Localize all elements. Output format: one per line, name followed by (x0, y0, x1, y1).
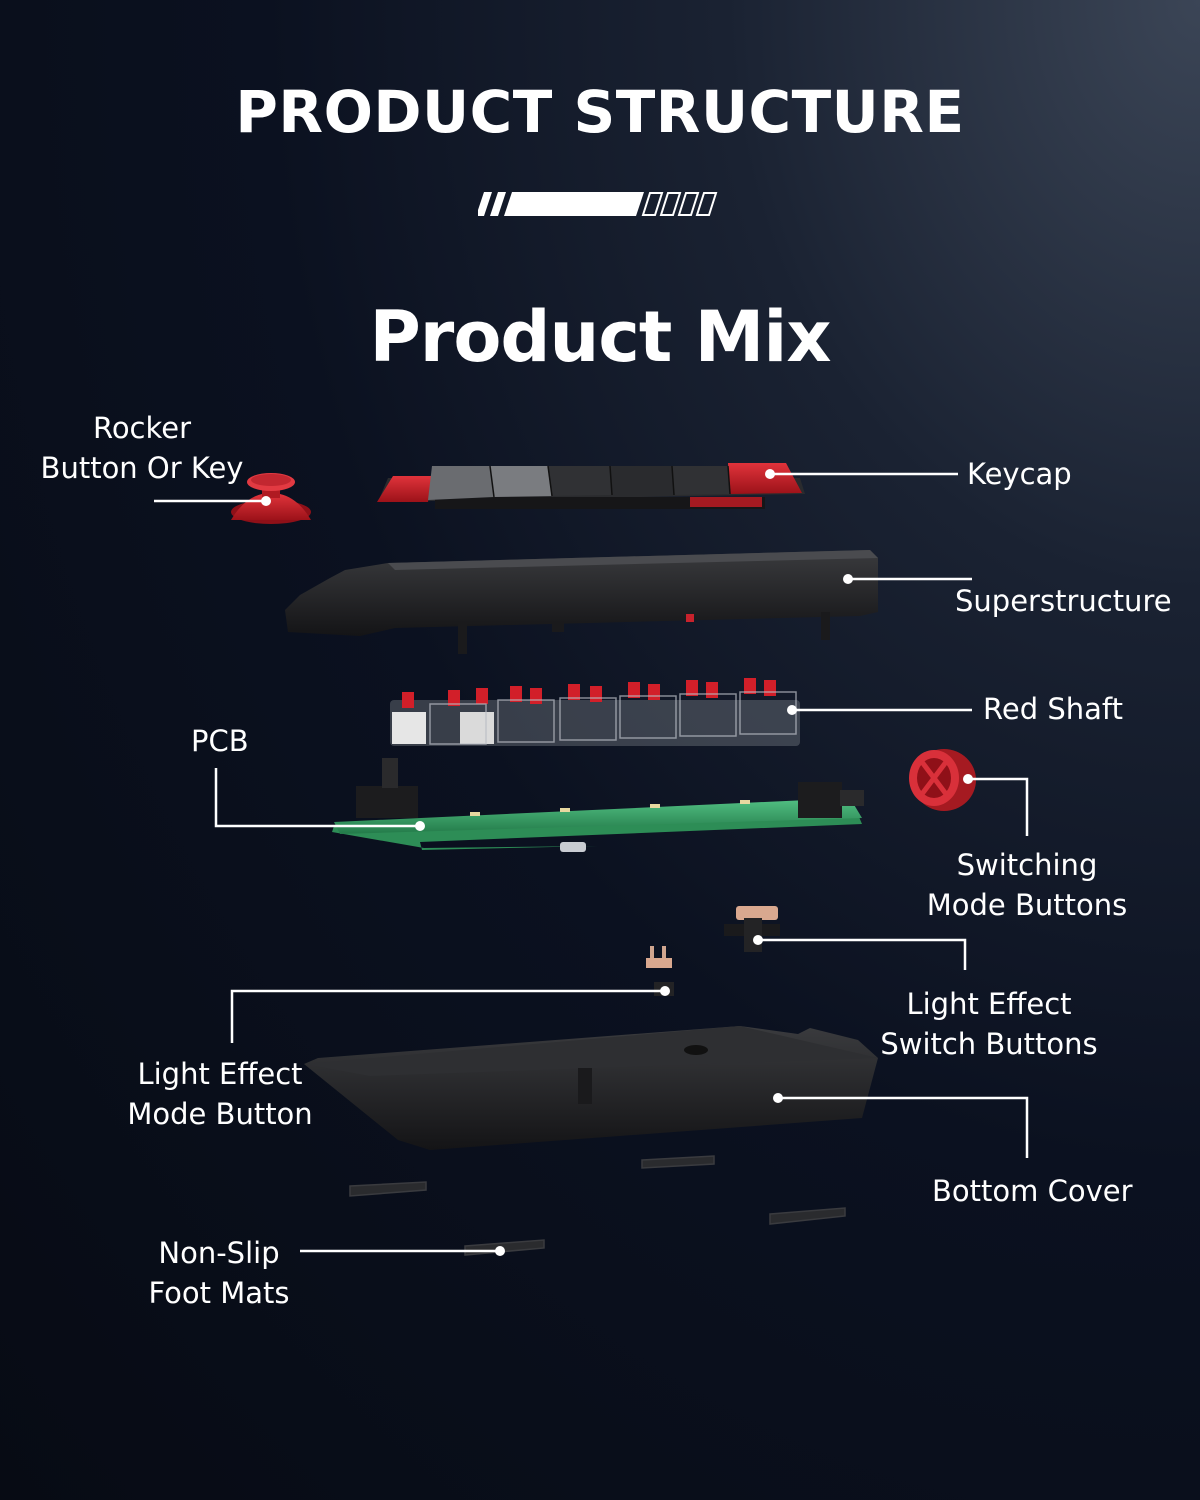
label-light-effect-mode-line1: Light Effect (137, 1057, 303, 1091)
label-foot-mats-line2: Foot Mats (148, 1276, 290, 1310)
callout-dot-rocker (261, 496, 271, 506)
label-switching-mode: Switching Mode Buttons (920, 845, 1134, 925)
rocker-button-part (231, 473, 311, 524)
switching-mode-knob-part (909, 749, 976, 811)
pcb-part (332, 758, 864, 852)
label-pcb: PCB (191, 724, 249, 758)
page-title: PRODUCT STRUCTURE (235, 78, 965, 146)
label-light-effect-switch-line2: Switch Buttons (880, 1027, 1098, 1061)
label-rocker-line1: Rocker (92, 411, 192, 445)
bottom-cover-part (304, 1026, 878, 1150)
label-switching-mode-line2: Mode Buttons (926, 888, 1128, 922)
label-light-effect-mode: Light Effect Mode Button (122, 1054, 318, 1134)
label-rocker-line2: Button Or Key (40, 451, 244, 485)
leader-line-bottom-cover (778, 1096, 1029, 1158)
callout-dot-red-shaft (787, 705, 797, 715)
callout-dot-pcb (415, 821, 425, 831)
label-switching-mode-line1: Switching (956, 848, 1098, 882)
label-superstructure: Superstructure (955, 584, 1172, 618)
callout-dot-keycap (765, 469, 775, 479)
keycap-part (377, 463, 805, 509)
label-foot-mats: Non-Slip Foot Mats (138, 1233, 300, 1313)
callout-dot-light-mode (660, 986, 670, 996)
label-keycap: Keycap (967, 457, 1072, 491)
callout-dot-foot-mats (495, 1246, 505, 1256)
label-rocker: Rocker Button Or Key (40, 408, 244, 488)
leader-line-switching-mode (968, 777, 1029, 836)
light-effect-switch-part (724, 906, 780, 952)
callout-dot-bottom-cover (773, 1093, 783, 1103)
leader-line-light-mode (230, 989, 665, 1043)
leader-line-light-switch (758, 938, 967, 970)
foot-mats-part (349, 1155, 846, 1256)
callout-dot-superstructure (843, 574, 853, 584)
label-bottom-cover: Bottom Cover (932, 1174, 1133, 1208)
label-foot-mats-line1: Non-Slip (158, 1236, 280, 1270)
label-red-shaft: Red Shaft (983, 692, 1123, 726)
label-light-effect-switch-line1: Light Effect (906, 987, 1072, 1021)
callout-dot-switching-mode (963, 774, 973, 784)
superstructure-part (285, 550, 878, 654)
label-light-effect-switch: Light Effect Switch Buttons (878, 984, 1100, 1064)
callout-dot-light-switch (753, 935, 763, 945)
section-subtitle: Product Mix (369, 296, 832, 378)
title-divider-icon (478, 192, 718, 216)
label-light-effect-mode-line2: Mode Button (127, 1097, 313, 1131)
red-switches-part (390, 678, 800, 746)
leader-line-pcb (214, 768, 420, 828)
light-effect-mode-part (646, 946, 674, 996)
